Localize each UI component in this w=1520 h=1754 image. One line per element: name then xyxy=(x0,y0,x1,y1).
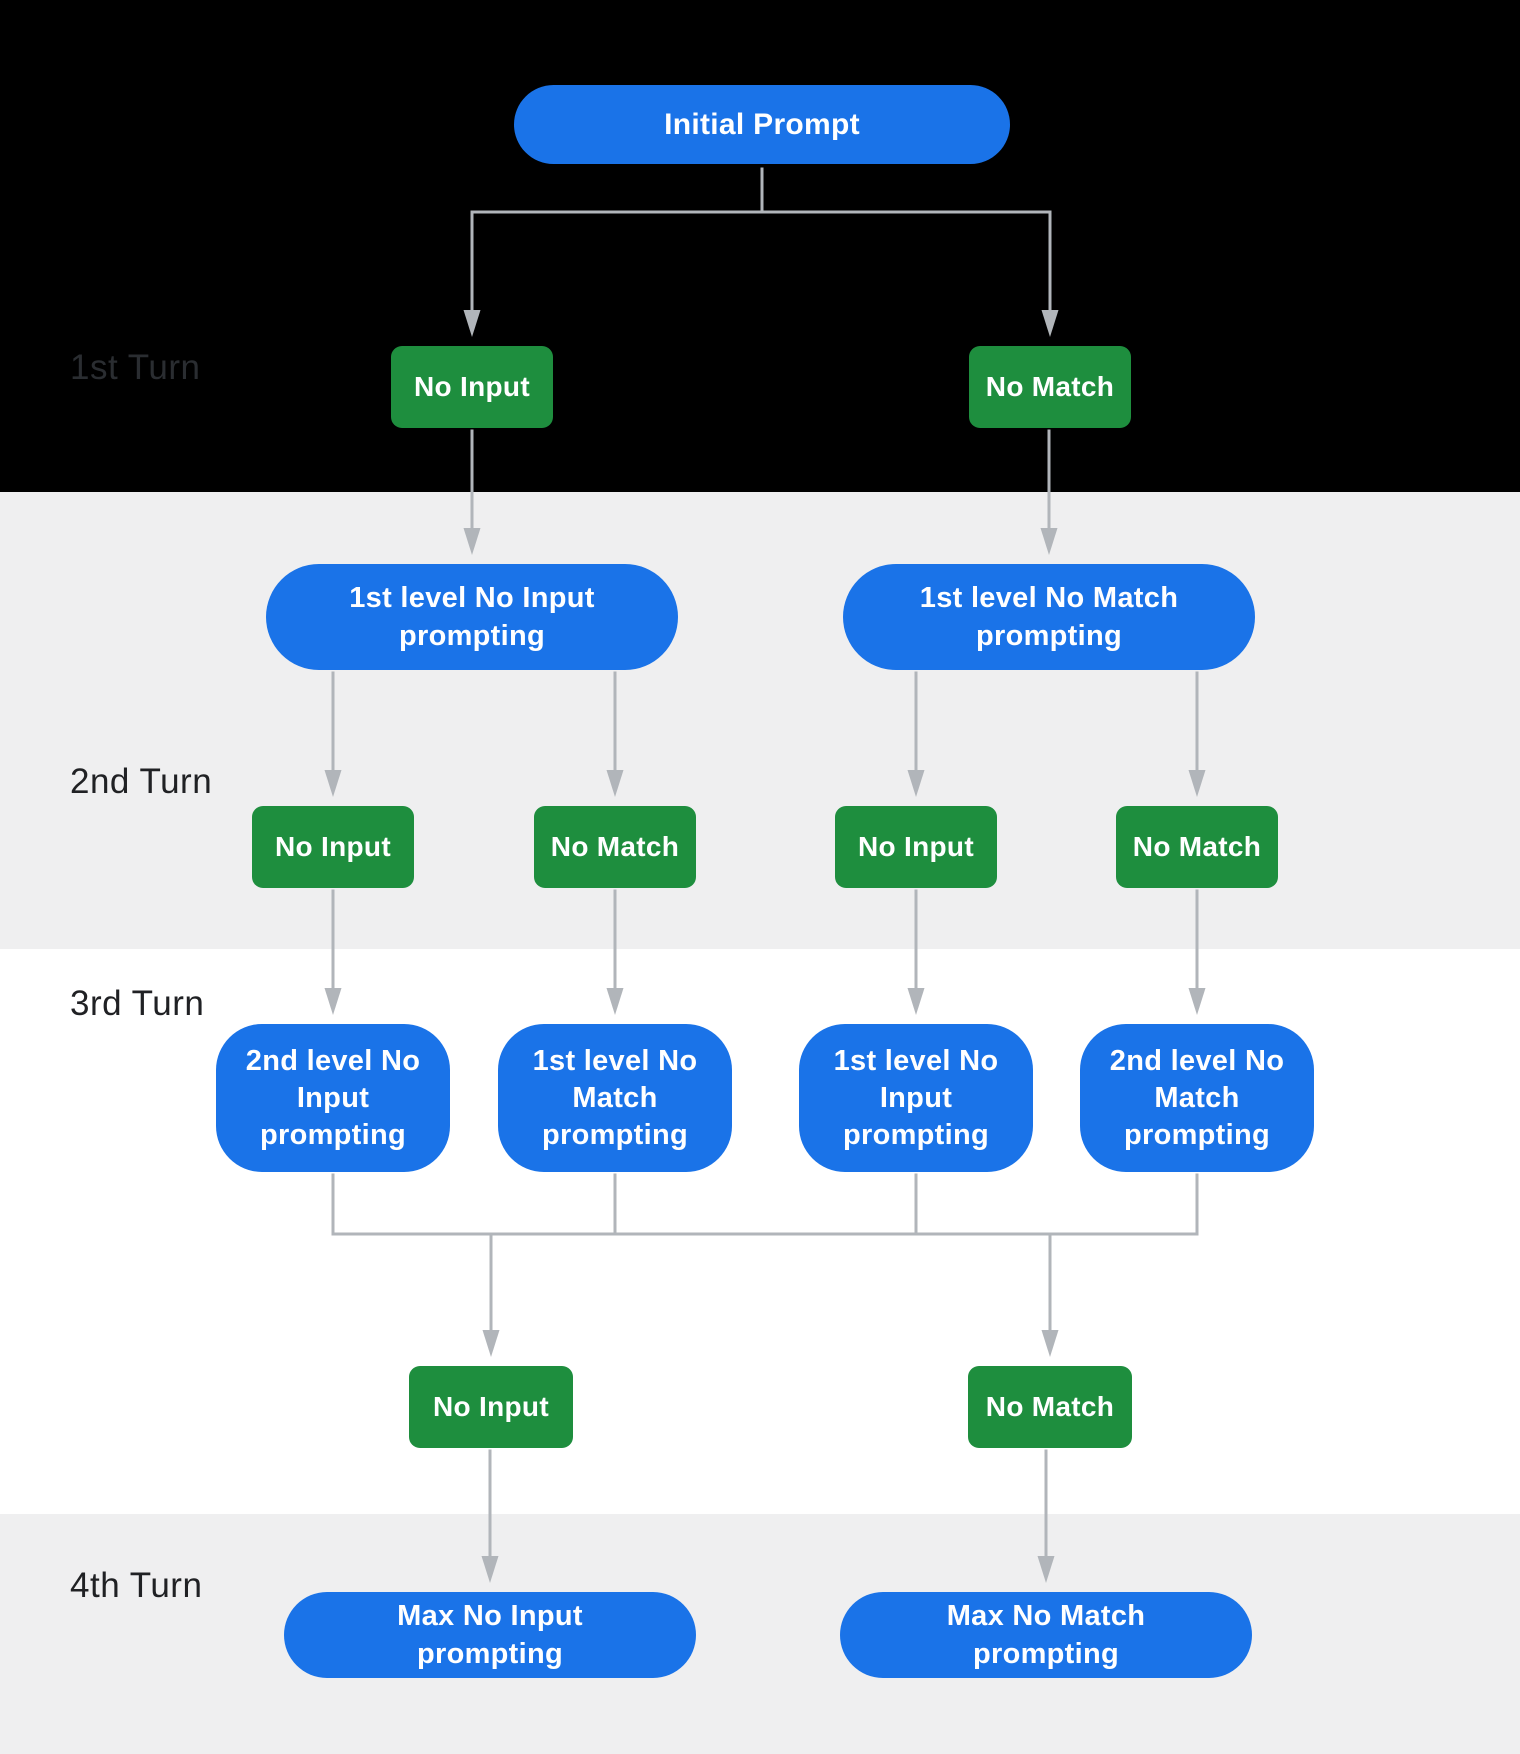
node-label: No Input xyxy=(275,831,391,862)
node-turn2-no-input-right: No Input xyxy=(835,806,997,888)
node-2nd-level-no-input-prompting: 2nd level No Input prompting xyxy=(216,1024,450,1172)
node-label: Initial Prompt xyxy=(664,107,860,141)
node-label: No Match xyxy=(985,1391,1115,1422)
node-turn2-no-input-left: No Input xyxy=(252,806,414,888)
turn-label-1st: 1st Turn xyxy=(70,348,201,387)
turn-label-4th: 4th Turn xyxy=(70,1566,203,1605)
band-turn-2 xyxy=(0,492,1520,949)
node-2nd-level-no-match-prompting: 2nd level No Match prompting xyxy=(1080,1024,1314,1172)
node-label: No Match xyxy=(985,371,1115,402)
node-label: No Match xyxy=(1132,831,1262,862)
node-turn4-no-input: No Input xyxy=(409,1366,573,1448)
node-1st-level-no-input-prompting-2: 1st level No Input prompting xyxy=(799,1024,1033,1172)
node-1st-level-no-input-prompting: 1st level No Input prompting xyxy=(266,564,678,670)
node-label: No Match xyxy=(550,831,680,862)
node-1st-level-no-match-prompting: 1st level No Match prompting xyxy=(843,564,1255,670)
node-label: Max No Match prompting xyxy=(946,1600,1146,1670)
node-label: No Input xyxy=(433,1391,549,1422)
node-turn1-no-match: No Match xyxy=(969,346,1131,428)
node-label: No Input xyxy=(858,831,974,862)
turn-label-3rd: 3rd Turn xyxy=(70,984,205,1023)
node-max-no-input-prompting: Max No Input prompting xyxy=(284,1592,696,1678)
node-label: Max No Input prompting xyxy=(397,1600,583,1670)
node-label: 1st level No Match prompting xyxy=(919,582,1179,652)
band-turn-4 xyxy=(0,1514,1520,1754)
node-initial-prompt: Initial Prompt xyxy=(514,85,1010,164)
node-max-no-match-prompting: Max No Match prompting xyxy=(840,1592,1252,1678)
node-label: 2nd level No Input prompting xyxy=(245,1044,421,1151)
node-turn1-no-input: No Input xyxy=(391,346,553,428)
node-label: 1st level No Match prompting xyxy=(532,1044,698,1151)
node-turn2-no-match-right: No Match xyxy=(1116,806,1278,888)
node-label: 1st level No Input prompting xyxy=(833,1044,999,1151)
node-1st-level-no-match-prompting-2: 1st level No Match prompting xyxy=(498,1024,732,1172)
node-turn2-no-match-left: No Match xyxy=(534,806,696,888)
node-turn4-no-match: No Match xyxy=(968,1366,1132,1448)
band-turn-1 xyxy=(0,0,1520,492)
node-label: 2nd level No Match prompting xyxy=(1109,1044,1285,1151)
turn-label-2nd: 2nd Turn xyxy=(70,762,213,801)
node-label: No Input xyxy=(414,371,530,402)
node-label: 1st level No Input prompting xyxy=(349,582,595,652)
